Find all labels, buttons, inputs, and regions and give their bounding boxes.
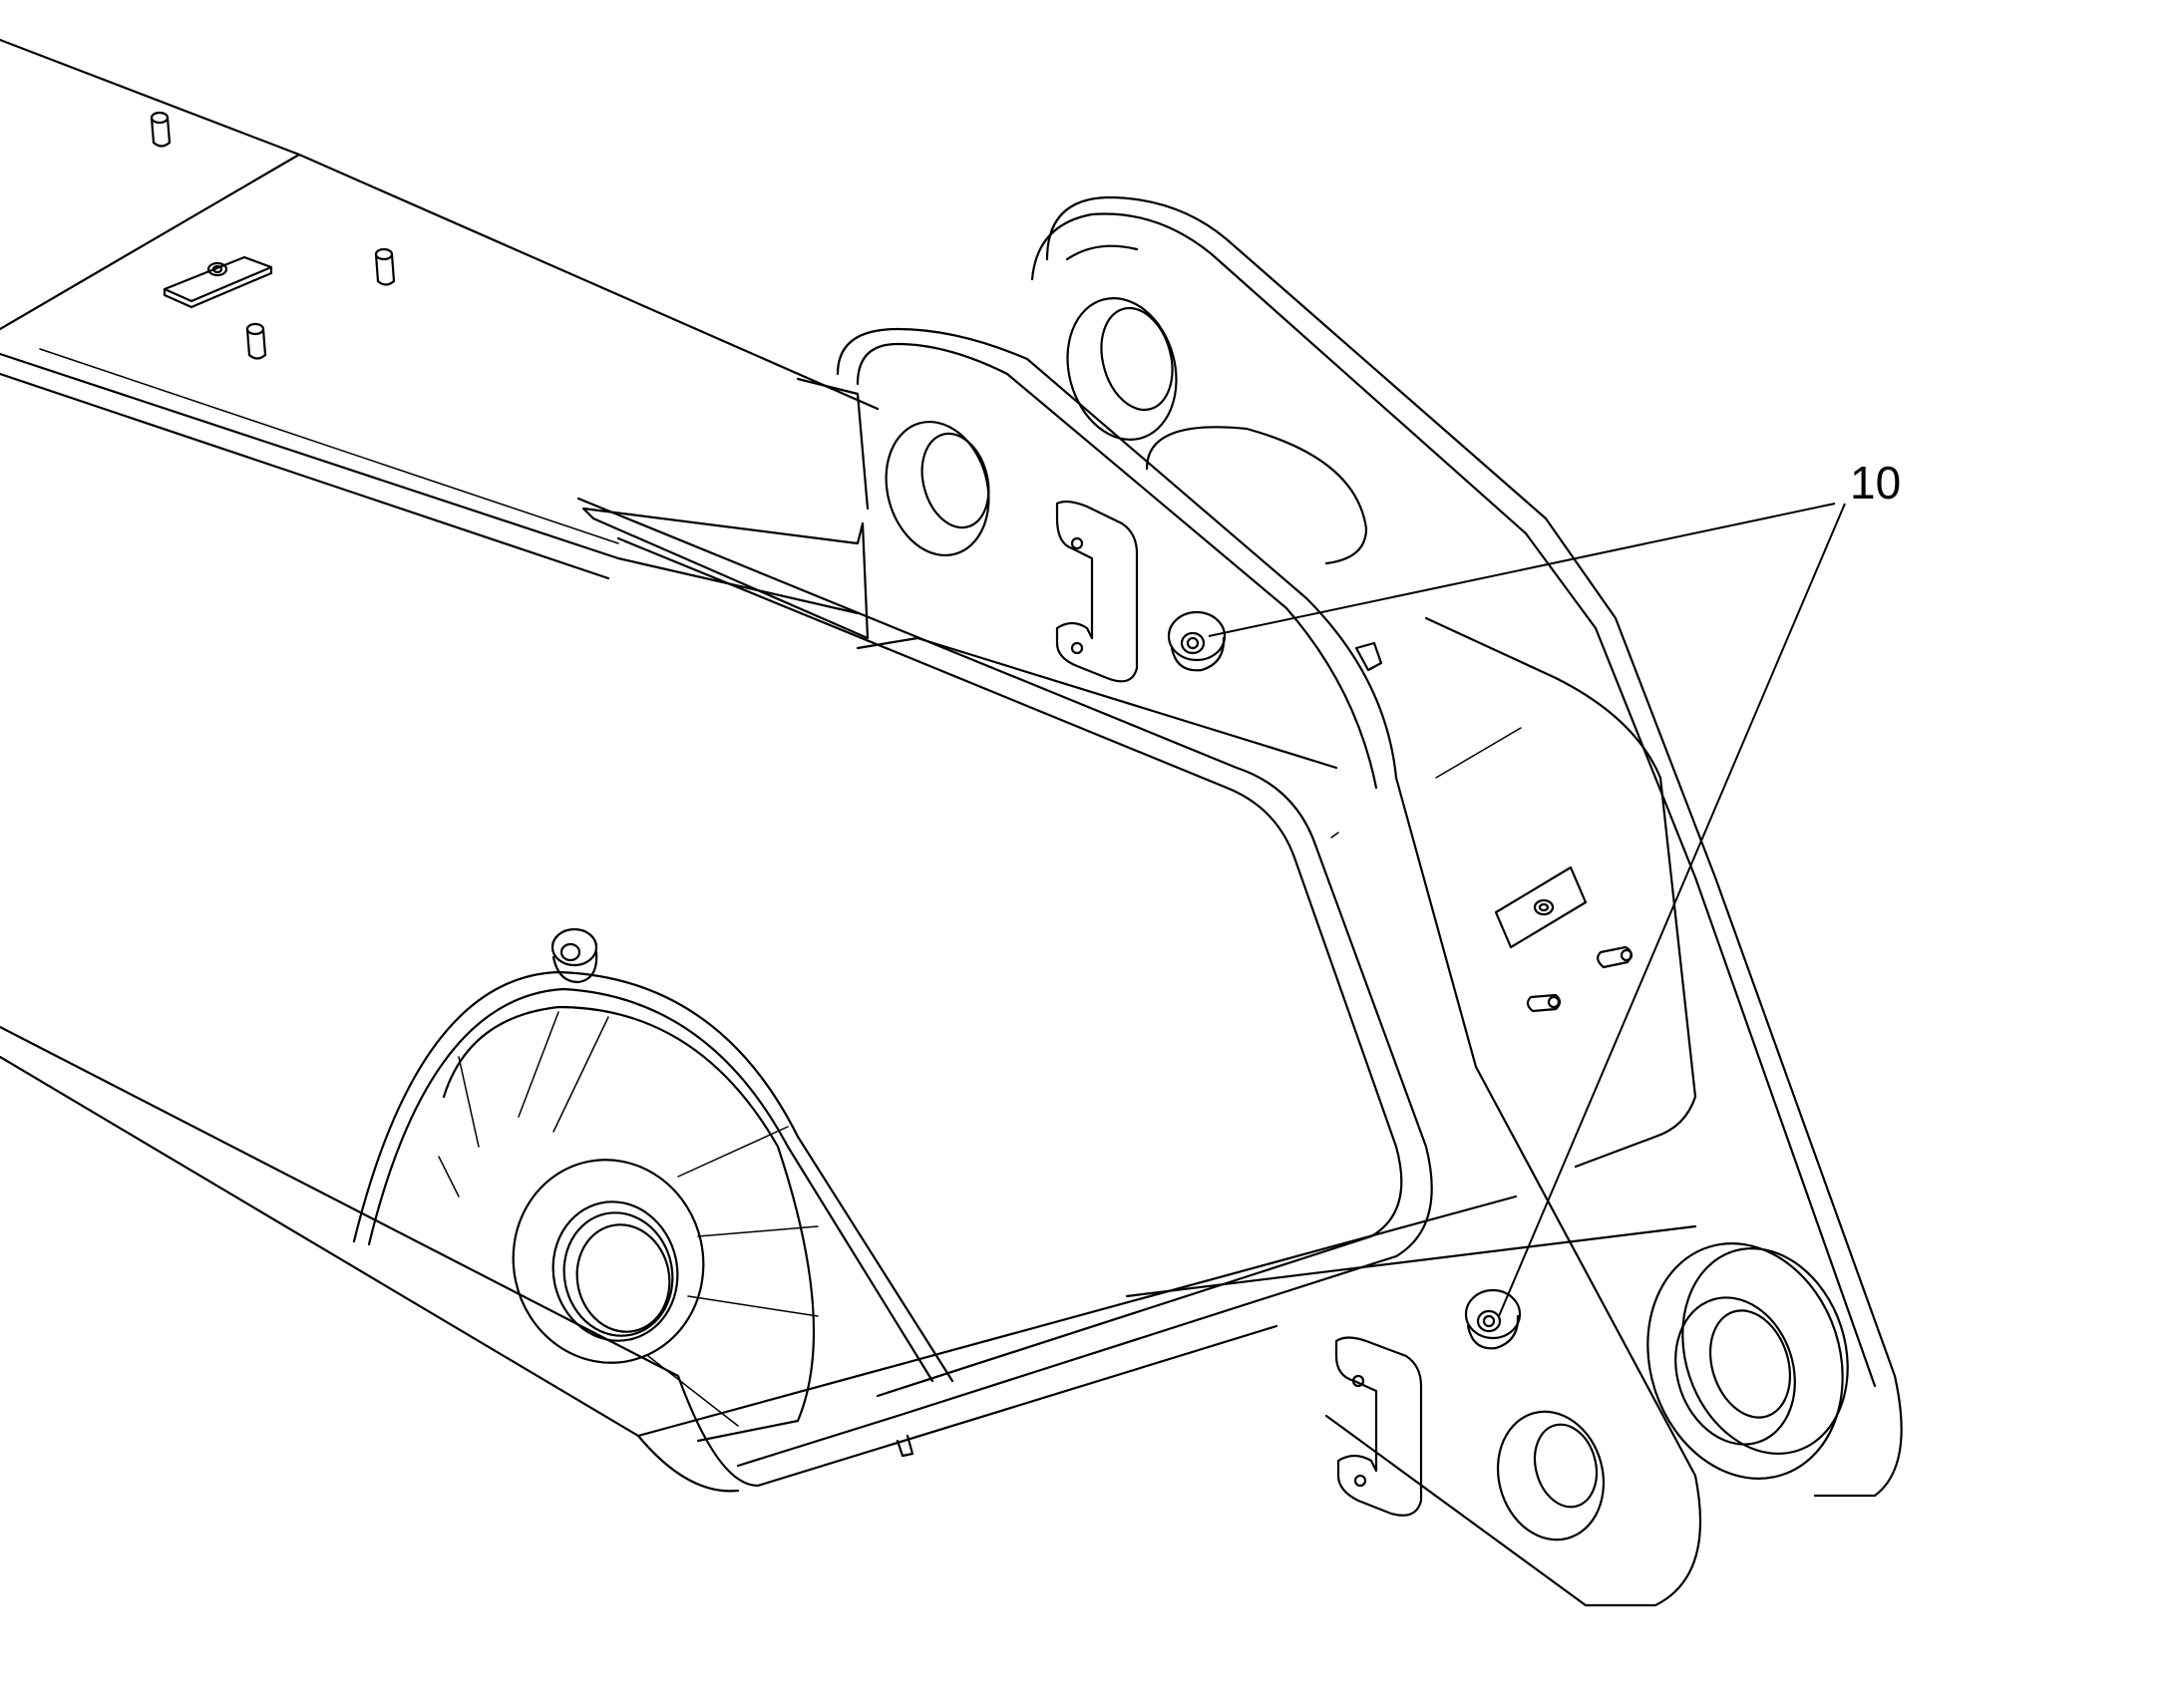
callout-label-10: 10 <box>1850 457 1901 509</box>
leader-line-upper <box>1208 503 1836 637</box>
top-nut-plate <box>163 255 273 309</box>
top-plate-studs <box>150 111 396 360</box>
outer-lug-plates <box>1030 195 1903 1498</box>
top-gusset <box>581 377 1338 770</box>
stud-2 <box>374 247 396 286</box>
side-pins <box>1330 641 1634 1013</box>
leader-line-lower <box>1498 503 1846 1317</box>
inner-lug-hole-lower <box>1496 1410 1606 1541</box>
grease-nipple-lower-hub <box>550 927 598 984</box>
outer-lug-hole-upper <box>1066 297 1178 441</box>
upper-hook-bracket <box>1055 500 1139 683</box>
inner-lug-hole-upper <box>885 420 990 557</box>
lower-hub-assembly <box>352 927 954 1443</box>
stud-3 <box>245 322 267 360</box>
bushing-outer <box>551 1200 679 1342</box>
lower-hook-bracket <box>1334 1336 1423 1517</box>
side-nut-plate <box>1494 865 1588 949</box>
boom-top-plate <box>0 38 880 615</box>
radial-ribs <box>438 1011 819 1427</box>
hub-face <box>512 1159 705 1364</box>
stud-1 <box>150 111 172 148</box>
bushing-bore <box>575 1223 671 1333</box>
lower-eye-assembly <box>1646 1242 1849 1480</box>
boom-side-wall <box>0 497 1518 1493</box>
callout-10: 10 <box>1208 457 1901 1317</box>
bushing-ring <box>562 1211 674 1337</box>
bottom-tab <box>896 1434 914 1458</box>
inner-lug-plate <box>836 327 1702 1607</box>
grease-nipple-lower <box>1464 1288 1522 1350</box>
grease-nipple-upper <box>1167 610 1227 672</box>
